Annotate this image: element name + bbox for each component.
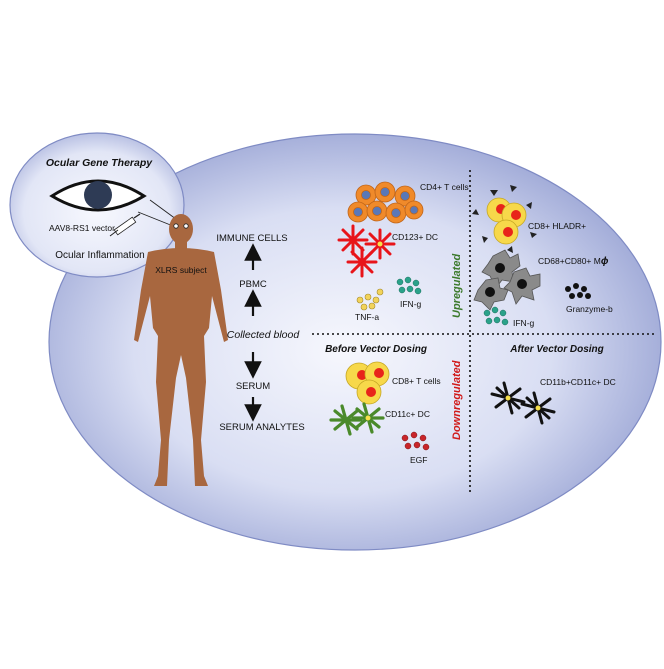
label-cd8-hladr: CD8+ HLADR+: [528, 221, 586, 231]
label-cd4-t-cells: CD4+ T cells: [420, 182, 469, 192]
human-figure: [134, 214, 228, 486]
flow-serum-analytes: SERUM ANALYTES: [219, 422, 304, 433]
label-before-dosing: Before Vector Dosing: [325, 344, 427, 355]
label-cd123-dc: CD123+ DC: [392, 232, 438, 242]
label-upregulated: Upregulated: [451, 254, 463, 318]
label-downregulated: Downregulated: [451, 360, 463, 440]
label-ifn-g-before: IFN-g: [400, 299, 422, 309]
granzyme-b-icon: [565, 283, 591, 299]
label-egf: EGF: [410, 455, 427, 465]
syringe-icon: [109, 213, 141, 237]
cd8-hladr-icon: [472, 185, 537, 253]
label-cd68-cd80: CD68+CD80+ Mϕ: [538, 256, 609, 267]
cd68-cd80-macrophage-icon: [473, 249, 541, 311]
label-cd8-t-cells: CD8+ T cells: [392, 376, 441, 386]
tnf-a-icon: [356, 288, 384, 311]
ifn-g-before-icon: [396, 276, 422, 295]
egf-icon: [401, 431, 430, 451]
cd11b-dc-core-1: [505, 395, 511, 401]
cd8-t-cells-icon: [345, 361, 390, 405]
cd11b-dc-core-2: [535, 405, 541, 411]
ifn-g-after-icon: [483, 306, 509, 326]
inset-title: Ocular Gene Therapy: [46, 157, 153, 169]
flow-collected-blood: Collected blood: [227, 329, 301, 341]
eye-icon: [49, 179, 147, 212]
label-granzyme-b: Granzyme-b: [566, 304, 613, 314]
subject-label: XLRS subject: [155, 265, 207, 275]
cd123-dc-core: [377, 241, 383, 247]
flow-immune-cells: IMMUNE CELLS: [216, 233, 287, 244]
flow-pbmc: PBMC: [239, 279, 267, 290]
inset-vector-label: AAV8-RS1 vector: [49, 223, 115, 233]
label-mphi-symbol: ϕ: [601, 256, 609, 267]
label-cd68-cd80-text: CD68+CD80+ M: [538, 256, 601, 266]
inset-subtitle: Ocular Inflammation: [55, 250, 144, 261]
cd11c-dc-core: [365, 415, 371, 421]
label-after-dosing: After Vector Dosing: [509, 344, 604, 355]
label-ifn-g-after: IFN-g: [513, 318, 535, 328]
label-cd11c-dc: CD11c+ DC: [385, 409, 430, 419]
label-tnf-a: TNF-a: [355, 312, 379, 322]
label-cd11b-cd11c-dc: CD11b+CD11c+ DC: [540, 377, 616, 387]
flow-serum: SERUM: [236, 381, 270, 392]
cd4-t-cells-icon: [347, 181, 424, 224]
subject-eyes: [173, 223, 189, 229]
